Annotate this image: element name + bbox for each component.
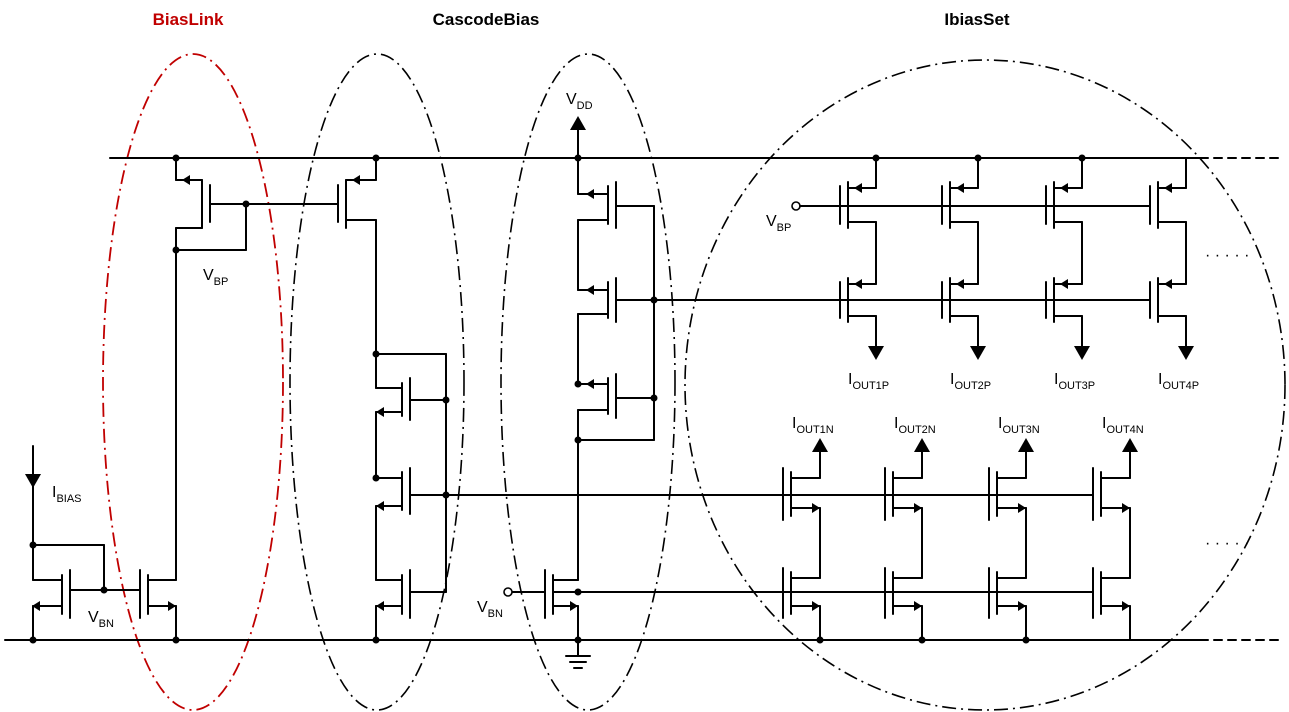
iout2n-label: IOUT2N: [894, 415, 936, 436]
pmos-output-2: [941, 157, 986, 360]
vbn-terminal: [503, 587, 513, 597]
iout4n-label: IOUT4N: [1102, 415, 1144, 436]
vbn-label-cascode: VBN: [477, 599, 503, 620]
nmos-output-1: [782, 438, 828, 641]
nmos-output-4: [1092, 438, 1138, 641]
iout3n-label: IOUT3N: [998, 415, 1040, 436]
ground-symbol: [565, 639, 591, 669]
ibias-source: [25, 445, 41, 546]
vdd-label: VDD: [566, 91, 593, 112]
nmos-output-3: [988, 438, 1034, 641]
iout4p-label: IOUT4P: [1158, 371, 1199, 392]
iout3p-label: IOUT3P: [1054, 371, 1095, 392]
cascode-bias-boundary-left: [289, 53, 465, 711]
bias-link-boundary: [102, 53, 284, 711]
iout1n-label: IOUT1N: [792, 415, 834, 436]
pmos-output-3: [1045, 157, 1090, 360]
continuation-dots-upper: · · · · ·: [1205, 247, 1249, 264]
biaslink-pmos-diode: [175, 157, 247, 581]
title-bias-link: BiasLink: [153, 10, 224, 29]
pmos-output-4: [1149, 157, 1194, 360]
vdd-supply: [570, 116, 586, 159]
iout1p-label: IOUT1P: [848, 371, 889, 392]
continuation-dots-lower: · · · · ·: [1205, 535, 1249, 552]
vbp-label-biaslink: VBP: [203, 267, 228, 288]
ibias-set-boundary: [684, 59, 1286, 711]
ibias-label: IBIAS: [52, 484, 82, 505]
nmos-output-2: [884, 438, 930, 641]
vbp-label-ibiasset: VBP: [766, 213, 791, 234]
vbn-label-biaslink: VBN: [88, 609, 114, 630]
cascode-pmos-mirror: [245, 157, 377, 355]
cascode-nmos-input: [511, 569, 579, 641]
cascode-pmos-stack: [577, 157, 655, 581]
cascode-nmos-stack: [375, 353, 447, 641]
biaslink-nmos-mirror-right: [139, 569, 177, 641]
pmos-output-1: [839, 157, 884, 360]
iout2p-label: IOUT2P: [950, 371, 991, 392]
title-ibias-set: IbiasSet: [944, 10, 1010, 29]
title-cascode-bias: CascodeBias: [433, 10, 540, 29]
cascode-bias-boundary-right: [500, 53, 676, 711]
vbp-terminal: [791, 201, 801, 211]
